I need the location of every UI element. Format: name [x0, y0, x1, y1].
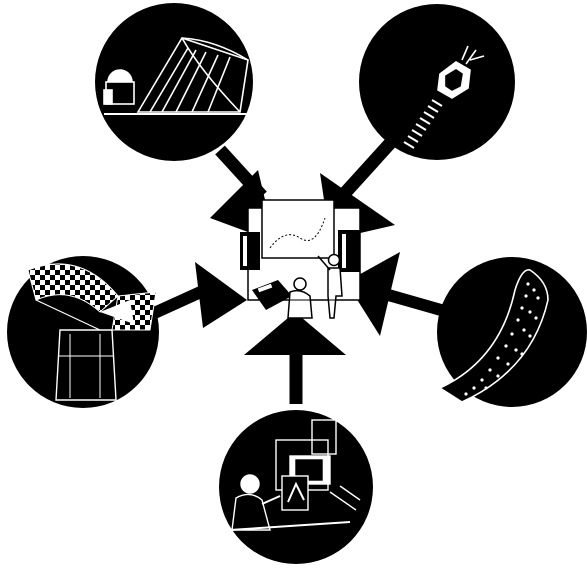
node-console — [219, 410, 373, 564]
standing-figure-body — [328, 268, 342, 318]
node-circle-satellite — [359, 4, 515, 160]
seated-figure-body — [288, 291, 312, 318]
node-radar-dish — [7, 256, 159, 408]
node-satellite — [359, 4, 515, 160]
side-panel-right — [338, 230, 360, 272]
arrowhead-left — [195, 262, 247, 328]
projection-screen — [262, 200, 334, 258]
standing-figure-head — [329, 255, 340, 266]
node-data-tape — [437, 257, 587, 407]
control-room-icon — [240, 200, 360, 318]
seated-figure-head — [294, 278, 306, 290]
connector-radar-dish — [150, 290, 205, 315]
connector-satellite — [345, 140, 393, 193]
node-radio-telescope — [95, 3, 253, 161]
